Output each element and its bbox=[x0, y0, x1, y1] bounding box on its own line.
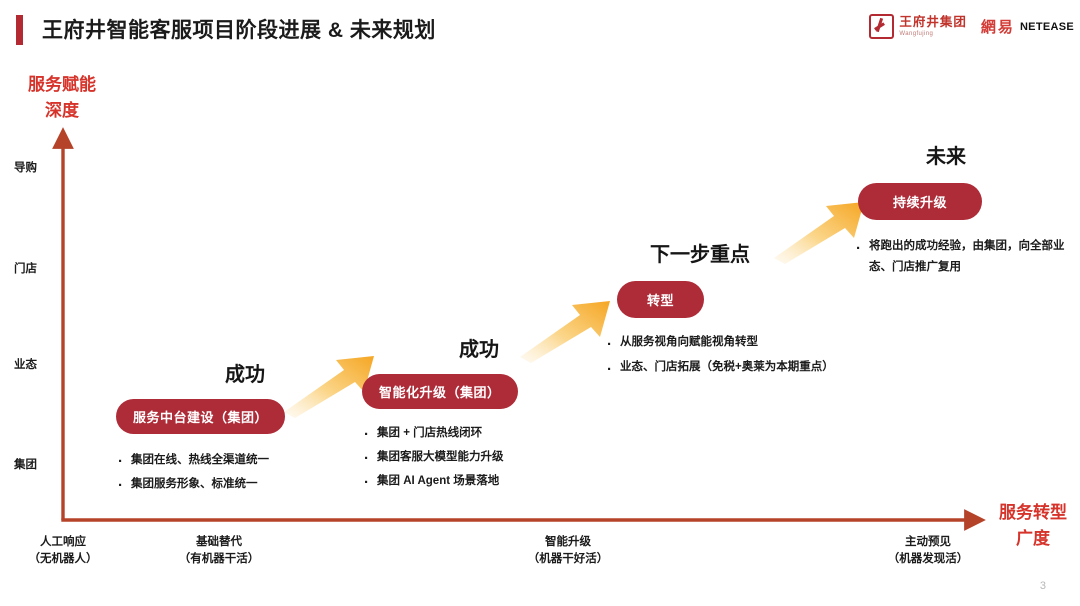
wangfujing-logo-text: 王府井集团 Wangfujing bbox=[899, 16, 967, 37]
list-item: 集团在线、热线全渠道统一 bbox=[116, 449, 346, 475]
x-tick-1-main: 基础替代 bbox=[196, 536, 242, 548]
netease-logo-en: NETEASE bbox=[1019, 20, 1074, 33]
stage-column-2: 成功 智能化升级（集团） 集团 + 门店热线闭环 集团客服大模型能力升级 集团 … bbox=[362, 333, 602, 497]
x-tick-label-2: 智能升级 （机器干好活） bbox=[528, 534, 609, 567]
x-tick-1-sub: （有机器干活） bbox=[178, 552, 260, 565]
y-tick-label-0: 导购 bbox=[14, 162, 37, 174]
y-tick-label-1: 门店 bbox=[14, 263, 37, 275]
x-tick-label-3: 主动预见 （机器发现活） bbox=[888, 534, 969, 567]
stage-3-heading: 下一步重点 bbox=[650, 244, 750, 266]
y-axis-title: 服务赋能 深度 bbox=[10, 72, 114, 123]
stage-4-heading: 未来 bbox=[926, 146, 966, 168]
x-tick-3-main: 主动预见 bbox=[905, 536, 951, 548]
stage-column-1: 成功 服务中台建设（集团） 集团在线、热线全渠道统一 集团服务形象、标准统一 bbox=[116, 358, 346, 500]
stage-column-3: 下一步重点 转型 从服务视角向赋能视角转型 业态、门店拓展（免税+奥莱为本期重点… bbox=[605, 238, 855, 384]
wangfujing-mark-icon bbox=[869, 14, 895, 39]
x-tick-label-0: 人工响应 （无机器人） bbox=[29, 534, 98, 567]
x-tick-0-main: 人工响应 bbox=[40, 536, 86, 548]
stage-2-pill[interactable]: 智能化升级（集团） bbox=[362, 374, 518, 409]
page-title: 王府井智能客服项目阶段进展 & 未来规划 bbox=[42, 19, 436, 42]
wangfujing-logo: 王府井集团 Wangfujing bbox=[869, 14, 967, 39]
x-axis-title-line2: 广度 bbox=[1016, 528, 1050, 548]
wangfujing-logo-en: Wangfujing bbox=[899, 30, 934, 37]
stage-4-pill[interactable]: 持续升级 bbox=[858, 183, 983, 220]
list-item: 集团 AI Agent 场景落地 bbox=[362, 470, 602, 496]
wangfujing-logo-cn: 王府井集团 bbox=[899, 15, 967, 30]
list-item: 集团服务形象、标准统一 bbox=[116, 473, 346, 499]
x-tick-3-sub: （机器发现活） bbox=[887, 552, 969, 565]
stage-arrow-1-to-2 bbox=[284, 356, 374, 418]
stage-1-heading: 成功 bbox=[225, 364, 265, 386]
list-item: 集团 + 门店热线闭环 bbox=[362, 422, 602, 448]
y-axis-title-line2: 深度 bbox=[45, 100, 79, 120]
list-item: 集团客服大模型能力升级 bbox=[362, 446, 602, 472]
y-axis-title-line1: 服务赋能 bbox=[28, 75, 96, 94]
netease-logo: 網易 NETEASE bbox=[981, 16, 1074, 37]
logo-group: 王府井集团 Wangfujing 網易 NETEASE bbox=[869, 14, 1074, 39]
stage-4-bullets: 将跑出的成功经验，由集团，向全部业态、门店推广复用 bbox=[854, 235, 1066, 279]
stage-column-4: 未来 持续升级 将跑出的成功经验，由集团，向全部业态、门店推广复用 bbox=[846, 140, 1066, 283]
x-tick-2-sub: （机器干好活） bbox=[527, 552, 609, 565]
stage-1-bullets: 集团在线、热线全渠道统一 集团服务形象、标准统一 bbox=[116, 449, 346, 500]
stage-1-pill[interactable]: 服务中台建设（集团） bbox=[116, 399, 286, 434]
stage-3-pill[interactable]: 转型 bbox=[617, 281, 705, 318]
x-tick-2-main: 智能升级 bbox=[545, 536, 591, 548]
stage-arrow-2-to-3 bbox=[520, 301, 610, 363]
stage-2-heading: 成功 bbox=[459, 339, 499, 361]
netease-logo-cn: 網易 bbox=[980, 18, 1015, 36]
x-axis-title-line1: 服务转型 bbox=[999, 503, 1067, 522]
y-tick-label-3: 集团 bbox=[14, 459, 37, 471]
list-item: 业态、门店拓展（免税+奥莱为本期重点） bbox=[605, 356, 855, 384]
list-item: 将跑出的成功经验，由集团，向全部业态、门店推广复用 bbox=[854, 235, 1066, 279]
stage-2-bullets: 集团 + 门店热线闭环 集团客服大模型能力升级 集团 AI Agent 场景落地 bbox=[362, 422, 602, 497]
stage-3-bullets: 从服务视角向赋能视角转型 业态、门店拓展（免税+奥莱为本期重点） bbox=[605, 331, 855, 384]
y-tick-label-2: 业态 bbox=[14, 359, 37, 371]
list-item: 从服务视角向赋能视角转型 bbox=[605, 331, 855, 359]
x-tick-label-1: 基础替代 （有机器干活） bbox=[179, 534, 260, 567]
x-axis-title: 服务转型 广度 bbox=[990, 500, 1076, 551]
slide-header: 王府井智能客服项目阶段进展 & 未来规划 王府井集团 Wangfujing 網易… bbox=[0, 0, 1080, 62]
x-tick-0-sub: （无机器人） bbox=[28, 552, 98, 565]
title-accent-bar bbox=[16, 15, 23, 45]
stage-arrow-3-to-4 bbox=[774, 202, 864, 264]
page-number: 3 bbox=[1039, 580, 1046, 592]
